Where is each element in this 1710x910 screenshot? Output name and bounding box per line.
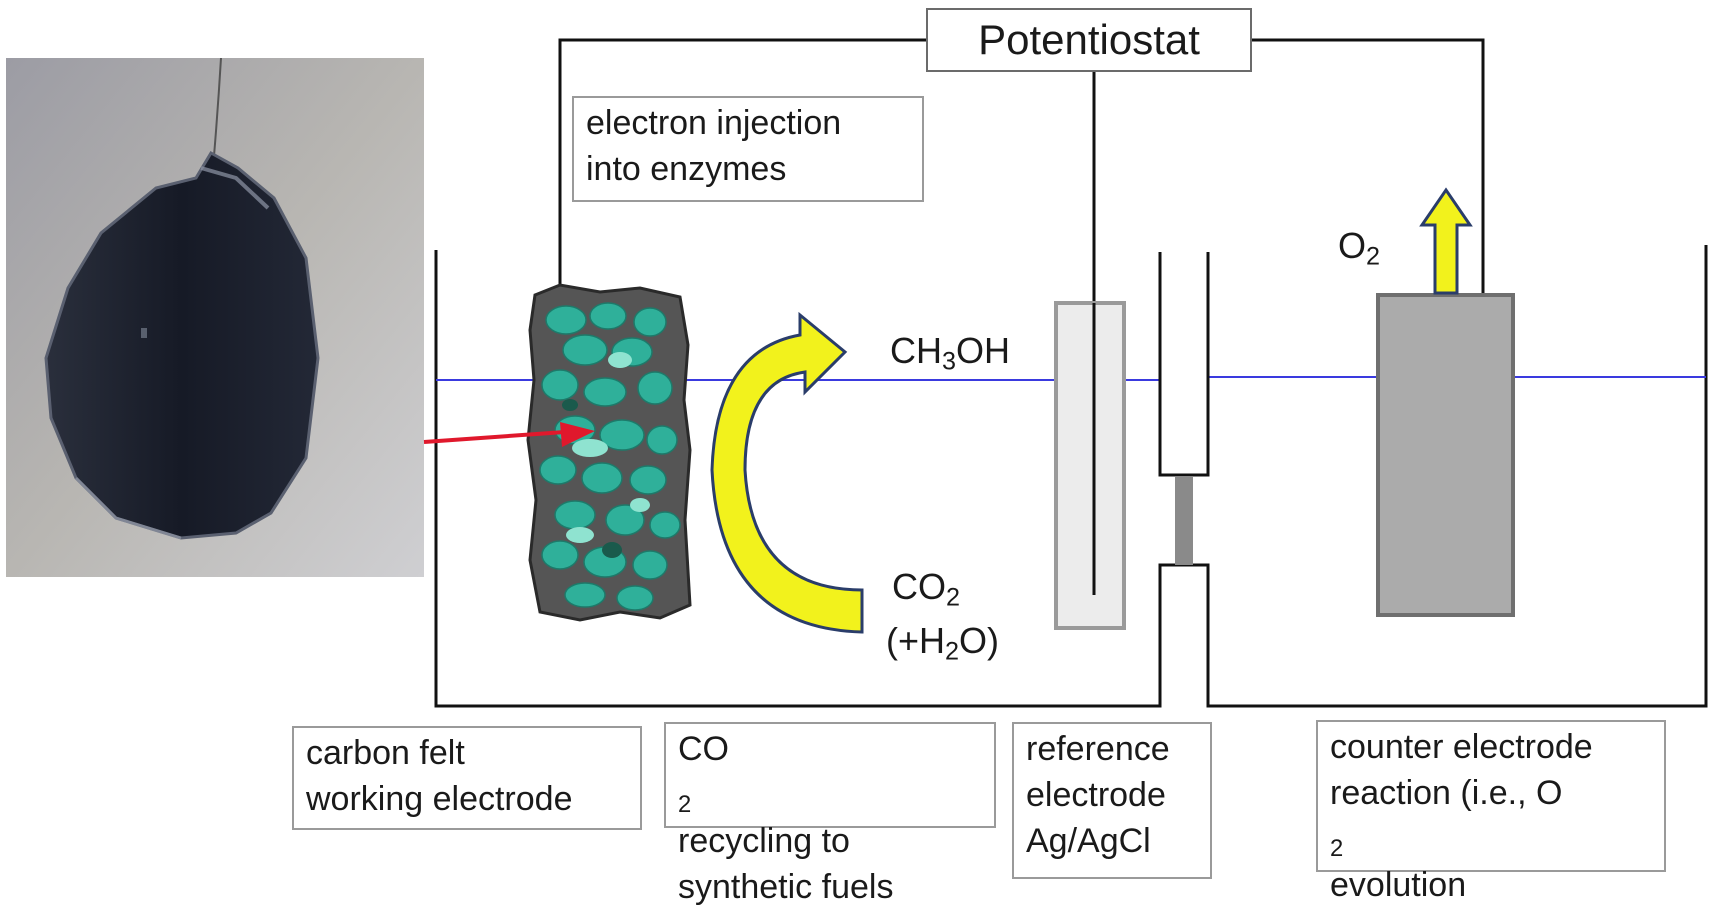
electron-injection-label: electron injection into enzymes <box>572 96 924 202</box>
co2-to-methanol-arrow <box>710 311 864 634</box>
methanol-label: CH3OH <box>890 330 1011 376</box>
water-label: (+H2O) <box>886 620 1000 666</box>
electron-injection-arrow <box>423 422 595 447</box>
membrane <box>1175 477 1193 565</box>
caption-reference-electrode: reference electrode Ag/AgCl <box>1012 722 1212 879</box>
oxygen-label: O2 <box>1338 225 1381 271</box>
working-electrode <box>526 283 692 622</box>
counter-electrode <box>1376 293 1515 617</box>
carbon-felt-photo <box>6 58 424 577</box>
co2-label: CO2 <box>892 566 961 612</box>
separator-tube <box>1158 252 1210 477</box>
potentiostat-box: Potentiostat <box>926 8 1252 72</box>
reference-electrode <box>1054 301 1126 630</box>
caption-carbon-felt: carbon felt working electrode <box>292 726 642 830</box>
electrochemical-cell-diagram <box>423 38 1708 708</box>
o2-arrow <box>1419 187 1473 295</box>
